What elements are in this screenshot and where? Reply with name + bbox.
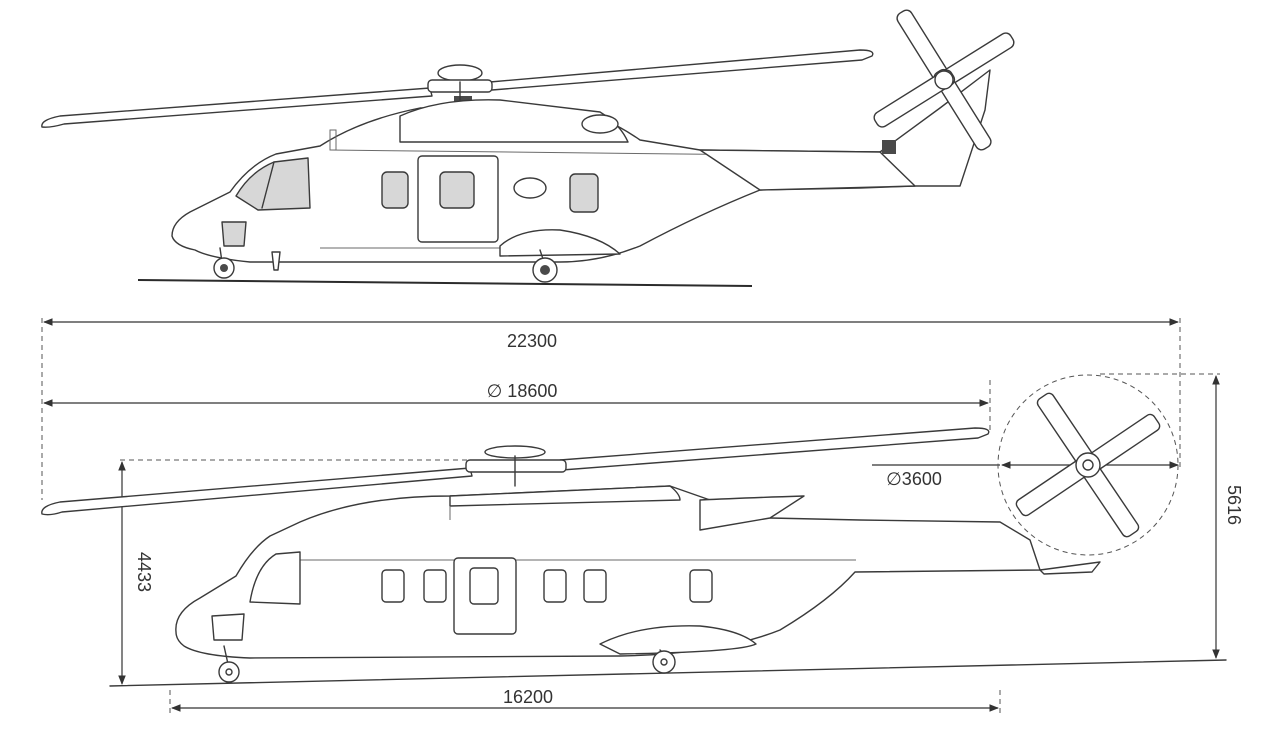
overall-length-label: 22300 [507, 331, 557, 351]
cabin-window [543, 569, 567, 603]
outline-side-view [41, 374, 1227, 687]
main-rotor-blade-right [489, 49, 874, 91]
cabin-window [469, 567, 499, 605]
cabin-window [439, 171, 475, 209]
dimension-lines [41, 318, 1220, 716]
landing-gear-top [213, 247, 558, 283]
tail-rotor-outline [1015, 392, 1161, 538]
fuselage-length-label: 16200 [503, 687, 553, 707]
fuselage-height-label: 4433 [134, 552, 154, 592]
cabin-window [381, 569, 405, 603]
cockpit-windows [235, 157, 311, 211]
ground-line-bottom [109, 659, 1227, 687]
main-rotor-diameter-label: ∅ 18600 [487, 381, 558, 401]
main-rotor-blade-right-outline [559, 427, 990, 471]
cabin-window [423, 569, 447, 603]
ground-line-top [137, 279, 753, 287]
detailed-side-view [41, 9, 1015, 287]
tail-rotor-top [873, 9, 1015, 151]
overall-height-label: 5616 [1224, 485, 1244, 525]
cabin-window [569, 173, 599, 213]
cabin-window [381, 171, 409, 209]
cockpit-outline [249, 551, 301, 605]
main-rotor-head-outline [465, 445, 567, 487]
cabin-window [583, 569, 607, 603]
main-rotor-head [427, 64, 493, 113]
landing-gear-outline [218, 645, 676, 683]
tail-rotor-disc [997, 374, 1179, 556]
cabin-window [689, 569, 713, 603]
tail-rotor-diameter-label: ∅3600 [886, 469, 942, 489]
fuselage-outline [175, 485, 1041, 659]
